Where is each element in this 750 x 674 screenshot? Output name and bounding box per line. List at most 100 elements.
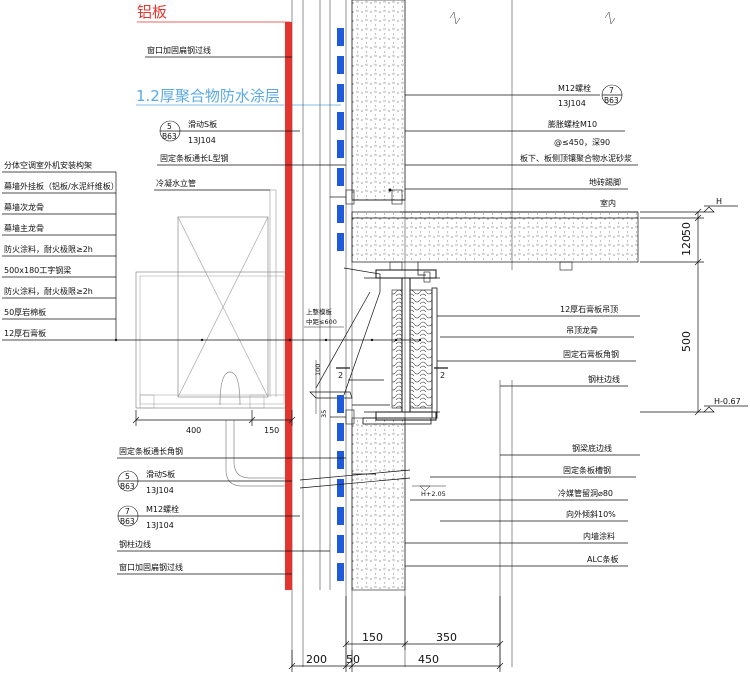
label-skirting: 地砖踢脚 — [589, 177, 621, 187]
keel-label-1: 上整模板 — [306, 307, 333, 316]
right-labels: M12螺栓 13J104 7 B63 膨胀螺栓M10 @≤450，深90 板下、… — [405, 83, 640, 567]
label-sleeve: 冷媒管留洞⌀80 — [558, 488, 613, 498]
label-beam-line: 钢梁底边线 — [572, 443, 612, 453]
steel-beam — [362, 269, 440, 425]
label-col-line-right: 钢柱边线 — [588, 374, 620, 384]
waterproof-dash — [337, 233, 344, 251]
alc-wall-lower — [351, 417, 406, 591]
elev-small-100: 100 — [314, 364, 322, 376]
ac-unit-frame — [135, 189, 292, 487]
label-fix-angle: 固定条板通长角钢 — [119, 446, 183, 456]
label-atlas-bottom-2: 13J104 — [146, 521, 174, 530]
waterproof-dash — [337, 140, 344, 158]
aluminum-title: 铝板 — [137, 3, 167, 21]
aluminum-title-group: 铝板 — [137, 3, 290, 23]
ref-5-num-top: 5 — [167, 122, 172, 131]
right-vertical-dims: 50 120 500 H H-0.67 — [640, 197, 748, 416]
waterproof-dash — [337, 479, 344, 497]
stack-label-5: 500x180工字钢梁 — [4, 265, 71, 275]
ref-7-sheet-bottom: B63 — [120, 517, 135, 526]
dim-bottom-150: 150 — [362, 631, 383, 644]
vdim-50: 50 — [680, 222, 693, 236]
label-atlas-bottom-1: 13J104 — [146, 486, 174, 495]
label-spacing: @≤450，深90 — [554, 138, 610, 147]
label-slide-s-bottom: 滑动S板 — [146, 469, 175, 479]
stack-label-2: 幕墙次龙骨 — [4, 202, 44, 212]
aluminum-panel — [285, 22, 292, 590]
stack-label-4: 防火涂料，耐火极限≥2h — [4, 244, 93, 254]
stack-label-3: 幕墙主龙骨 — [4, 223, 44, 233]
dim-bottom-350: 350 — [436, 631, 457, 644]
stack-label-7: 50厚岩棉板 — [4, 307, 46, 317]
label-slab-mortar: 板下、板侧顶镶聚合物水泥砂浆 — [520, 153, 632, 163]
left-stack-labels: 分体空调室外机安装构架 幕墙外挂板（铝板/水泥纤维板） 幕墙次龙骨 幕墙主龙骨 … — [2, 160, 422, 342]
label-alc: ALC条板 — [587, 554, 619, 564]
left-top-labels: 窗口加固扁钢过线 5 B63 滑动S板 13J104 固定条板通长L型钢 冷凝水… — [145, 45, 346, 191]
waterproof-dash — [337, 56, 344, 74]
label-gypsum-ceiling: 12厚石膏板吊顶 — [560, 304, 618, 314]
waterproof-title: 1.2厚聚合物防水涂层 — [136, 87, 280, 105]
label-paint: 内墙涂料 — [583, 531, 615, 541]
ref-7-num-right: 7 — [609, 86, 614, 95]
elev-h067: H-0.67 — [714, 397, 741, 406]
label-window-steel-bottom: 窗口加固扁钢过线 — [119, 562, 183, 572]
waterproof-dash — [337, 28, 344, 46]
label-slot-steel: 固定条板槽钢 — [563, 465, 611, 475]
waterproof-dash — [337, 451, 344, 469]
label-fix-l: 固定条板通长L型钢 — [160, 153, 228, 163]
ref-7-num-bottom: 7 — [125, 507, 130, 516]
waterproof-dash — [337, 507, 344, 525]
waterproof-dash — [337, 112, 344, 130]
waterproof-title-group: 1.2厚聚合物防水涂层 — [136, 87, 341, 106]
label-indoor: 室内 — [600, 198, 616, 208]
label-expansion-bolt: 膨胀螺栓M10 — [548, 119, 597, 129]
connection-details — [299, 188, 431, 489]
label-window-steel-top: 窗口加固扁钢过线 — [147, 45, 211, 55]
waterproof-coating — [337, 28, 344, 581]
label-atlas-top: 13J104 — [188, 136, 216, 145]
waterproof-dash — [337, 535, 344, 553]
ref-5-num-bottom: 5 — [125, 472, 130, 481]
waterproof-dash — [337, 395, 344, 413]
label-col-line-left: 钢柱边线 — [119, 539, 151, 549]
ref-5-sheet-top: B63 — [162, 132, 177, 141]
left-dims: 400 150 — [132, 410, 296, 435]
vdim-500: 500 — [680, 331, 693, 352]
elev-h205: H+2.05 — [421, 490, 446, 498]
stack-label-6: 防火涂料，耐火极限≥2h — [4, 286, 93, 296]
waterproof-dash — [337, 423, 344, 441]
label-bolt-right: M12螺栓 — [558, 83, 591, 93]
dim-bottom-50: 50 — [346, 653, 360, 666]
label-ceiling-keel: 吊顶龙骨 — [566, 325, 598, 335]
waterproof-dash — [337, 84, 344, 102]
waterproof-dash — [337, 168, 344, 186]
label-cond-pipe: 冷凝水立管 — [156, 178, 196, 188]
stack-label-8: 12厚石膏板 — [4, 328, 46, 338]
alc-wall-upper — [351, 0, 406, 201]
ref-7-sheet-right: B63 — [604, 96, 619, 105]
waterproof-dash — [337, 205, 344, 223]
label-slide-s-top: 滑动S板 — [188, 119, 217, 129]
elev-small-35: 35 — [320, 410, 328, 418]
waterproof-dash — [337, 563, 344, 581]
dim-400: 400 — [186, 426, 201, 435]
dim-bottom-200: 200 — [306, 653, 327, 666]
keel-label-2: 中距≤600 — [306, 317, 337, 326]
section-mark-right: 2 — [440, 371, 445, 380]
section-mark-left: 2 — [338, 371, 343, 380]
floor-slab — [351, 211, 639, 271]
dim-150-left: 150 — [264, 426, 279, 435]
label-gypsum-angle: 固定石膏板角钢 — [563, 349, 619, 359]
label-bolt-bottom: M12螺栓 — [146, 504, 179, 514]
center-labels: 上整模板 中距≤600 35 100 H+2.05 — [304, 307, 446, 498]
left-bottom-labels: 固定条板通长角钢 5 B63 滑动S板 13J104 7 B63 M12螺栓 1… — [117, 446, 346, 575]
label-atlas-right: 13J104 — [558, 99, 586, 108]
dim-bottom-450: 450 — [418, 653, 439, 666]
stack-label-1: 幕墙外挂板（铝板/水泥纤维板） — [4, 181, 119, 191]
ref-5-sheet-bottom: B63 — [120, 482, 135, 491]
stack-label-0: 分体空调室外机安装构架 — [4, 160, 92, 170]
bottom-dims: 150 350 200 50 450 — [288, 596, 504, 672]
bracing: 2 2 — [309, 267, 448, 406]
vdim-120: 120 — [680, 235, 693, 256]
